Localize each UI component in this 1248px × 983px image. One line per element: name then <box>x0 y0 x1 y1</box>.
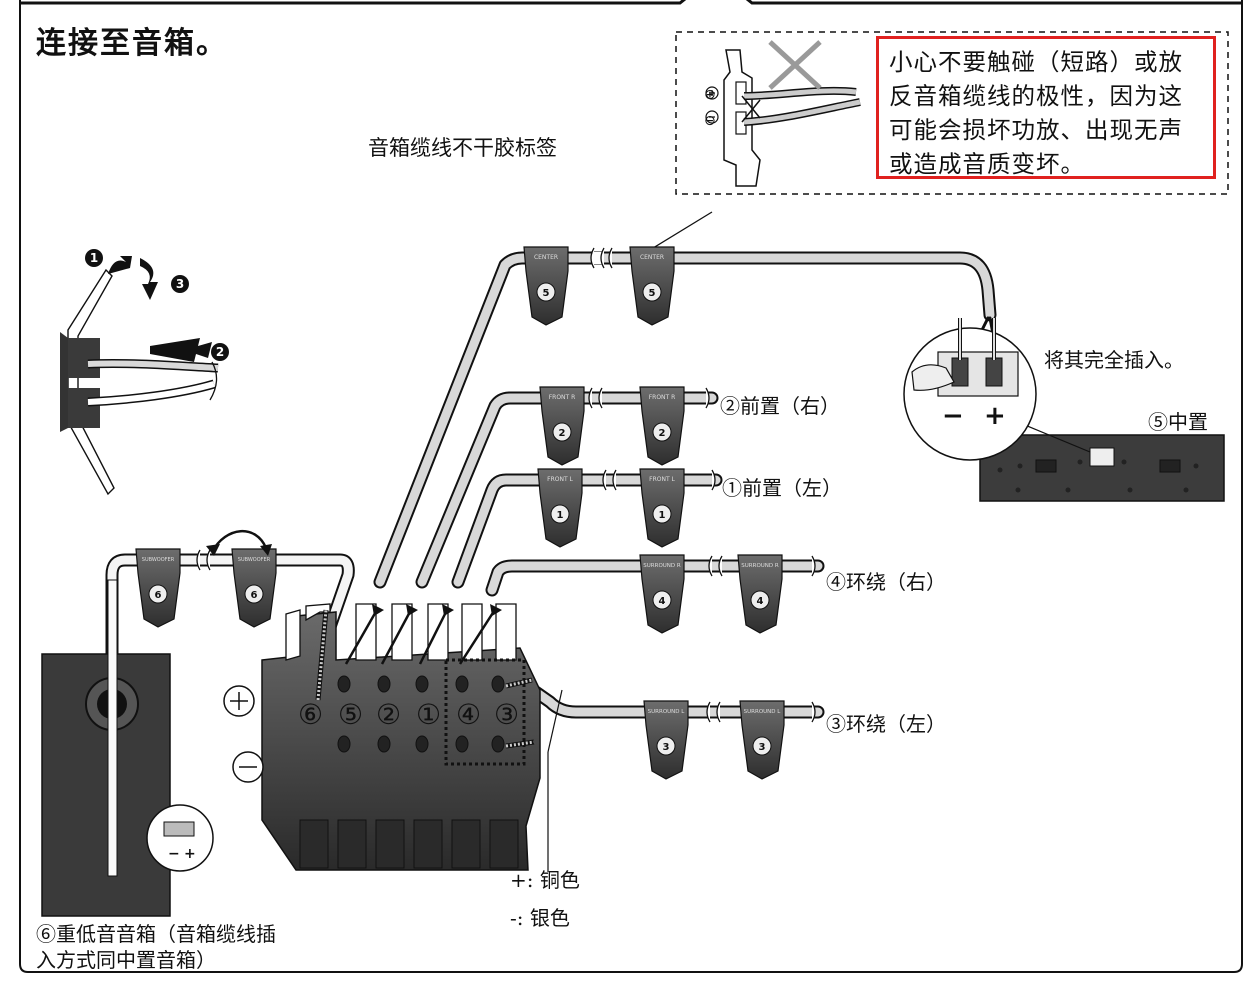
tag-front-r-2: FRONT R 2 <box>639 386 685 466</box>
svg-text:⊕: ⊕ <box>704 87 716 103</box>
insertion-magnifier: − + <box>903 318 1091 461</box>
subwoofer-label-line2: 入方式同中置音箱） <box>36 948 216 972</box>
svg-text:CENTER: CENTER <box>534 254 558 261</box>
tag-center-1: CENTER 5 <box>523 246 569 326</box>
tag-surround-l-1: SURROUND L 3 <box>643 700 689 780</box>
tag-front-l-2: FRONT L 1 <box>639 468 685 548</box>
svg-text:⑤: ⑤ <box>338 698 363 731</box>
svg-text:1: 1 <box>90 251 98 265</box>
terminal-block <box>261 603 563 872</box>
svg-text:1: 1 <box>659 510 666 521</box>
terminal-numbers: ⑥ ⑤ ② ① ④ ③ <box>298 698 519 731</box>
front-l-label: ①前置（左） <box>722 476 842 500</box>
terminal-step-illustration: 1 2 3 <box>60 249 229 496</box>
svg-text:3: 3 <box>759 742 766 753</box>
svg-text:CENTER: CENTER <box>640 254 664 261</box>
svg-text:5: 5 <box>649 288 656 299</box>
speaker-cables <box>105 251 998 887</box>
tag-subwoofer-1: SUBWOOFER 6 <box>135 548 181 628</box>
center-speaker <box>979 434 1225 502</box>
svg-text:2: 2 <box>659 428 666 439</box>
svg-text:FRONT L: FRONT L <box>547 476 573 483</box>
svg-text:3: 3 <box>176 277 184 291</box>
svg-text:3: 3 <box>663 742 670 753</box>
caution-dashed-box <box>675 31 1229 195</box>
tag-surround-r-2: SURROUND R 4 <box>737 554 783 634</box>
svg-text:⊖: ⊖ <box>704 113 716 129</box>
outer-frame <box>19 0 1243 973</box>
svg-text:4: 4 <box>757 596 764 607</box>
svg-text:SUBWOOFER: SUBWOOFER <box>238 557 271 563</box>
cable-tags: CENTER 5 CENTER 5 FRONT R 2 FRONT R 2 FR… <box>135 246 785 780</box>
svg-text:④: ④ <box>456 698 481 731</box>
subwoofer-label-line1: ⑥重低音音箱（音箱缆线插 <box>36 922 276 946</box>
tag-surround-r-1: SURROUND R 4 <box>639 554 685 634</box>
svg-text:③: ③ <box>494 698 519 731</box>
sticker-label: 音箱缆线不干胶标签 <box>368 136 557 160</box>
cable-breaks <box>196 247 816 723</box>
svg-text:5: 5 <box>543 288 550 299</box>
subwoofer-speaker: − + <box>41 579 214 917</box>
svg-text:6: 6 <box>155 590 162 601</box>
minus-silver-label: -: 银色 <box>510 906 570 930</box>
short-circuit-illustration <box>705 40 861 187</box>
svg-text:SUBWOOFER: SUBWOOFER <box>142 557 175 563</box>
tag-subwoofer-2: SUBWOOFER 6 <box>231 548 277 628</box>
svg-text:①: ① <box>416 698 441 731</box>
caution-notice: 小心不要触碰（短路）或放反音箱缆线的极性，因为这可能会损坏功放、出现无声或造成音… <box>876 36 1216 179</box>
svg-text:⑥: ⑥ <box>298 698 323 731</box>
polarity-markers <box>223 685 264 783</box>
svg-text:2: 2 <box>216 345 224 359</box>
tag-center-2: CENTER 5 <box>629 246 675 326</box>
svg-text:SURROUND L: SURROUND L <box>648 709 686 715</box>
svg-text:+: + <box>984 401 1006 431</box>
svg-text:SURROUND R: SURROUND R <box>643 563 681 569</box>
surround-r-label: ④环绕（右） <box>826 570 946 594</box>
svg-text:FRONT L: FRONT L <box>649 476 675 483</box>
svg-text:1: 1 <box>557 510 564 521</box>
center-speaker-label: ⑤中置 <box>1148 410 1208 434</box>
svg-text:②: ② <box>376 698 401 731</box>
svg-text:SURROUND L: SURROUND L <box>744 709 782 715</box>
front-r-label: ②前置（右） <box>720 394 840 418</box>
svg-text:6: 6 <box>251 590 258 601</box>
surround-dotted-frame <box>444 658 526 766</box>
tag-front-l-1: FRONT L 1 <box>537 468 583 548</box>
svg-text:−: − <box>942 401 964 431</box>
svg-text:+: + <box>184 846 196 862</box>
svg-text:FRONT R: FRONT R <box>549 394 576 401</box>
svg-text:2: 2 <box>559 428 566 439</box>
tag-surround-l-2: SURROUND L 3 <box>739 700 785 780</box>
svg-text:4: 4 <box>659 596 666 607</box>
plus-copper-label: +: 铜色 <box>510 868 580 892</box>
surround-l-label: ③环绕（左） <box>826 712 946 736</box>
page-title: 连接至音箱。 <box>36 26 228 61</box>
svg-text:SURROUND R: SURROUND R <box>741 563 779 569</box>
tag-front-r-1: FRONT R 2 <box>539 386 585 466</box>
svg-text:−: − <box>168 846 180 862</box>
svg-text:FRONT R: FRONT R <box>649 394 676 401</box>
insert-fully-label: 将其完全插入。 <box>1044 348 1184 372</box>
